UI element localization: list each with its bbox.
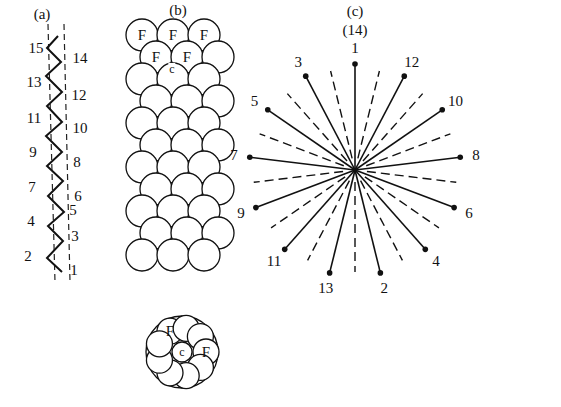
solid-ray [256,170,355,208]
solid-ray [355,170,454,208]
panel-label: (c) [347,4,364,19]
subunit-label: F [169,28,177,43]
callout-number: 9 [29,145,37,160]
dashed-ray [331,71,353,158]
callout-number: 5 [69,203,77,218]
ray-dot [422,247,428,253]
ray-dot [352,61,358,67]
subunit-label: c [178,346,185,358]
ray-dot [253,205,259,211]
end-outline [146,316,218,388]
subunit-label: F [200,28,208,43]
callout-number: 3 [295,54,303,69]
ray-dot [451,205,457,211]
ray-dot [282,247,288,253]
subunit-label: F [166,324,174,339]
subunit-label: c [168,63,175,75]
callout-number: 13 [27,75,42,90]
subunit-label: F [202,345,210,360]
panel-label: (a) [34,7,51,22]
solid-ray [268,110,355,170]
callout-number: 11 [27,111,41,126]
callout-number: 9 [237,206,245,221]
subunit-circle [188,239,220,271]
callout-number: 12 [404,54,419,69]
ray-dot [327,270,333,276]
core-circle [172,342,192,362]
end-view [146,315,219,388]
dashed-ray [363,94,423,161]
panel-label: (b) [169,3,187,18]
subunit-label: F [183,50,191,65]
ray-dot [457,154,463,160]
ray-dot [401,73,407,79]
callout-number: 11 [267,254,281,269]
dashed-ray [367,171,456,182]
callout-number: 6 [465,206,473,221]
solid-ray [285,170,355,249]
callout-number: 10 [448,93,463,108]
callout-number: 8 [472,148,480,163]
callout-number: 1 [351,41,359,56]
subunit-label: F [152,50,160,65]
solid-ray [355,170,380,273]
ray-dot [303,73,309,79]
callout-number: 6 [74,189,82,204]
callout-number: 10 [73,121,88,136]
callout-number: 4 [432,254,440,269]
callout-number: 3 [71,229,79,244]
ray-dot [378,270,384,276]
subunit-label: F [138,28,146,43]
dashed-ray [271,177,345,228]
dashed-ray [308,181,350,261]
dashed-ray [254,171,343,182]
subunit-circle [126,239,158,271]
callout-number: 12 [72,88,87,103]
subunit-circle [157,239,189,271]
dashed-ray [365,177,439,228]
callout-number: 7 [230,148,238,163]
helix-zigzag [46,36,64,272]
solid-ray [354,64,356,170]
solid-ray [306,76,355,170]
dashed-ray [354,182,355,272]
callout-number: 2 [24,249,32,264]
callout-number: 1 [70,263,78,278]
ray-dot [265,107,271,113]
callout-number: 4 [27,214,35,229]
solid-ray [355,157,460,170]
callout-number: 13 [318,281,333,296]
callout-number: 14 [73,51,88,66]
dashed-ray [366,134,450,166]
callout-number: 8 [73,155,81,170]
helical-net [247,61,463,276]
callout-number: (14) [343,23,368,38]
ray-dot [247,154,253,160]
subunit-cylinder [126,19,234,271]
callout-number: 7 [28,180,36,195]
ray-dot [439,107,445,113]
callout-number: 5 [251,93,259,108]
callout-number: 15 [29,41,44,56]
dashed-ray [260,134,344,166]
callout-number: 2 [380,281,388,296]
